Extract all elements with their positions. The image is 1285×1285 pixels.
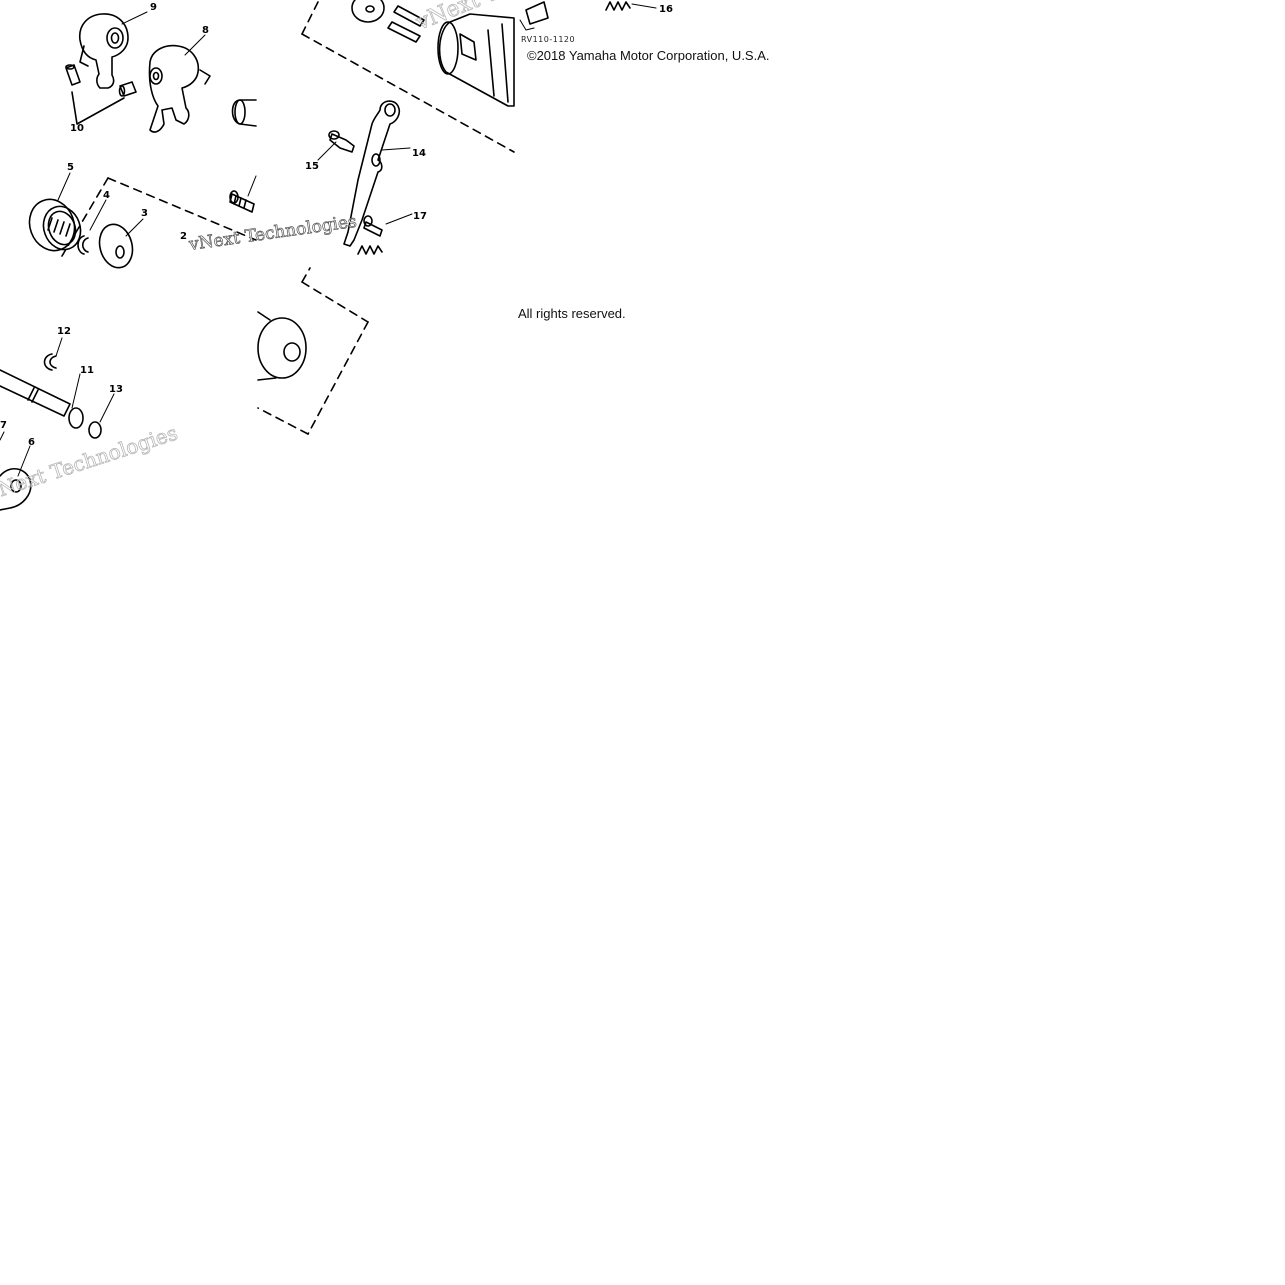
- callout-13: 13: [109, 384, 123, 395]
- callout-10: 10: [70, 123, 84, 134]
- shift-fork-8: [148, 44, 211, 133]
- callout-4: 4: [103, 190, 110, 201]
- drum-end: [257, 311, 307, 381]
- callout-17: 17: [413, 211, 427, 222]
- shift-lever-6: [0, 468, 32, 511]
- rights-notice: All rights reserved.: [518, 306, 626, 321]
- watermark-group: vNext Technologies vNext Technologies vN…: [0, 0, 625, 505]
- dashed-frame-upper: [301, 1, 515, 153]
- spring-lower: [357, 245, 383, 255]
- bearing-5: [28, 198, 82, 252]
- washer-top: [351, 0, 385, 23]
- bolt-15: [328, 130, 355, 153]
- callout-6: 6: [28, 437, 35, 448]
- oring-13: [88, 421, 102, 439]
- callout-7: 7: [0, 420, 7, 431]
- callout-9: 9: [150, 2, 157, 13]
- bolt-upper: [229, 190, 255, 213]
- washer-3: [98, 223, 134, 269]
- dashed-frame-left: [61, 177, 257, 257]
- twd-arrow-tag: [519, 1, 549, 31]
- circlip-4: [77, 235, 89, 255]
- callout-11: 11: [80, 365, 94, 376]
- dashed-frame-lower: [257, 267, 369, 435]
- drawing-code: RV110-1120: [521, 35, 576, 44]
- dowel-pins: [387, 5, 425, 43]
- circlip-12: [43, 353, 57, 371]
- spring-16: [605, 1, 631, 11]
- copyright-notice: ©2018 Yamaha Motor Corporation, U.S.A.: [527, 48, 770, 63]
- shift-fork-9: [78, 13, 129, 89]
- guide-pins-10: [65, 64, 137, 125]
- stopper-lever-14: [343, 100, 401, 247]
- leader-lines-lower: [0, 337, 115, 477]
- watermark-center: vNext Technologies: [187, 212, 358, 255]
- leader-lines-upper: [317, 3, 657, 225]
- callout-12: 12: [57, 326, 71, 337]
- shift-drum: [437, 13, 515, 107]
- shift-shaft-end: [231, 99, 257, 127]
- callout-8: 8: [202, 25, 209, 36]
- callout-5: 5: [67, 162, 74, 173]
- callout-15: 15: [305, 161, 319, 172]
- shift-shaft-11: [0, 369, 84, 429]
- callout-14: 14: [412, 148, 426, 159]
- bolt-17: [363, 215, 383, 237]
- callout-3: 3: [141, 208, 148, 219]
- callout-labels: 9 8 10 5 4 3 2 14 15 17 16 12 11 13 7 6: [0, 2, 673, 448]
- callout-2: 2: [180, 231, 187, 242]
- callout-16: 16: [659, 4, 673, 15]
- leader-lines-left: [57, 11, 257, 237]
